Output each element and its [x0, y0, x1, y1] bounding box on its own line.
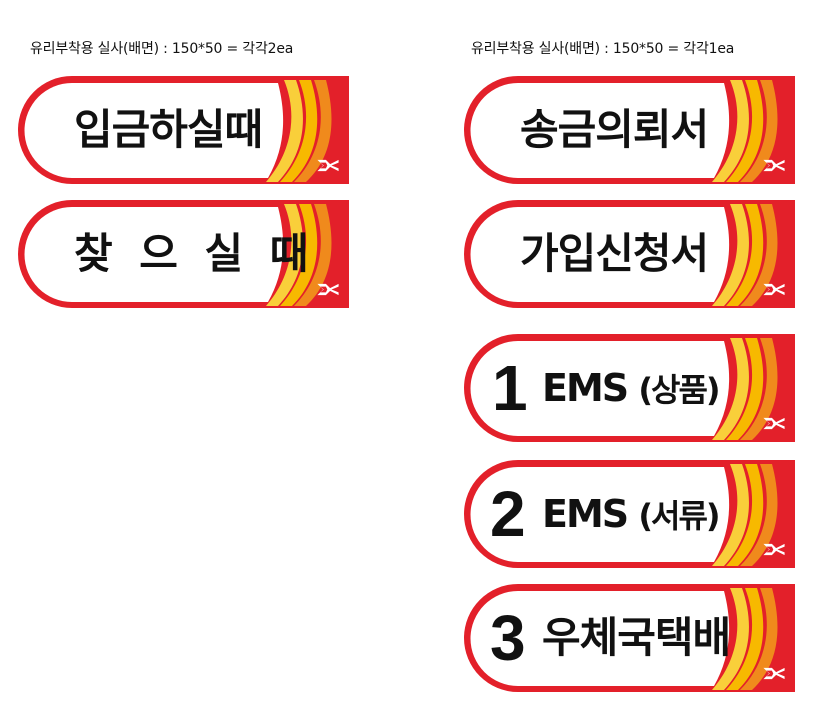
caption-left: 유리부착용 실사(배면) : 150*50 = 각각2ea	[30, 41, 294, 57]
sign-label: 우체국택배	[542, 613, 731, 662]
sign-number: 3	[490, 602, 526, 674]
sign-label: 가입신청서	[520, 229, 709, 278]
korea-post-logo-icon	[316, 157, 340, 174]
sign-number: 2	[490, 478, 526, 550]
sign-label-main: EMS	[542, 492, 629, 536]
sign-ems-goods: 1 EMS (상품)	[462, 332, 797, 444]
korea-post-logo-icon	[316, 281, 340, 298]
sign-label-paren: (상품)	[638, 371, 720, 409]
caption-right: 유리부착용 실사(배면) : 150*50 = 각각1ea	[471, 41, 735, 57]
korea-post-logo-icon	[762, 157, 786, 174]
sign-remittance: 송금의뢰서	[462, 74, 797, 186]
sign-withdraw: 찾 으 실 때	[16, 198, 351, 310]
sign-ems-documents: 2 EMS (서류)	[462, 458, 797, 570]
sign-label-main: EMS	[542, 366, 629, 410]
sign-number: 1	[492, 352, 528, 424]
korea-post-logo-icon	[762, 665, 786, 682]
sign-label: 찾 으 실 때	[74, 229, 315, 278]
sign-label: 송금의뢰서	[520, 105, 709, 154]
sign-deposit: 입금하실때	[16, 74, 351, 186]
sign-parcel: 3 우체국택배	[462, 582, 797, 694]
korea-post-logo-icon	[762, 281, 786, 298]
korea-post-logo-icon	[762, 415, 786, 432]
sign-label-paren: (서류)	[638, 497, 720, 535]
sign-application: 가입신청서	[462, 198, 797, 310]
sign-label: EMS (서류)	[542, 458, 721, 570]
korea-post-logo-icon	[762, 541, 786, 558]
sign-label: 입금하실때	[74, 105, 263, 154]
sign-label: EMS (상품)	[542, 332, 721, 444]
